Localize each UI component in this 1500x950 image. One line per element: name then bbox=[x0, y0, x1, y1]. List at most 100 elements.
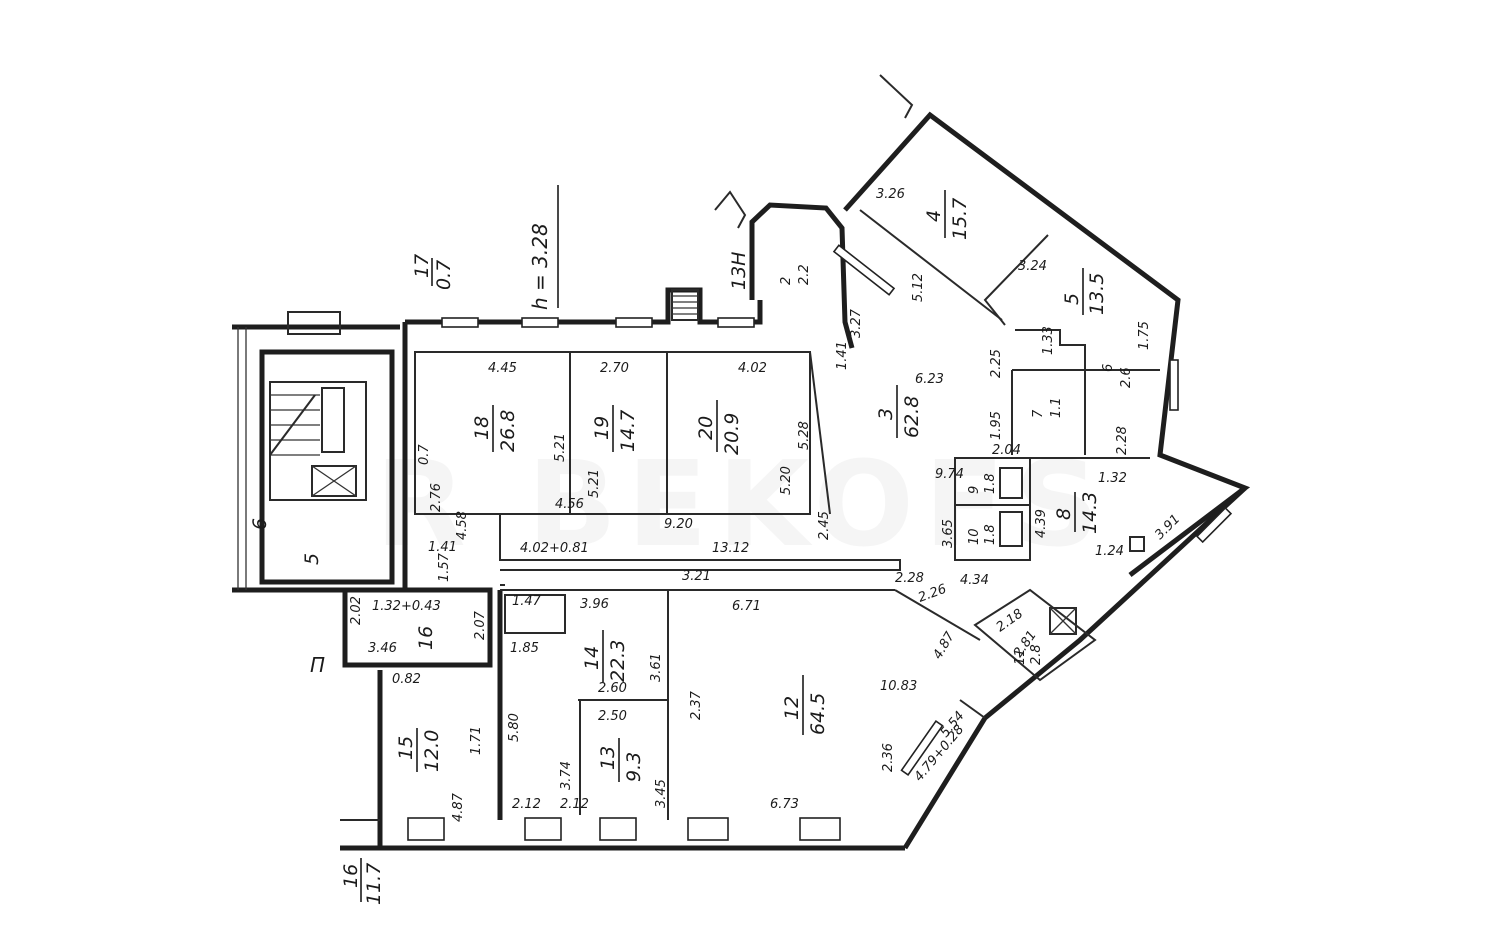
svg-text:2.28: 2.28 bbox=[1115, 426, 1130, 455]
svg-text:4.87: 4.87 bbox=[451, 792, 466, 822]
svg-text:2.28: 2.28 bbox=[895, 571, 924, 586]
svg-text:2.12: 2.12 bbox=[512, 797, 541, 812]
ceiling-height-label: h = 3.28 bbox=[528, 223, 552, 310]
svg-text:4.87: 4.87 bbox=[930, 629, 958, 662]
svg-text:5.12: 5.12 bbox=[911, 273, 926, 302]
svg-text:11: 11 bbox=[1013, 648, 1028, 665]
outside-unit-16: 16 11.7 bbox=[340, 858, 385, 905]
svg-text:2.12: 2.12 bbox=[560, 797, 589, 812]
svg-text:4.56: 4.56 bbox=[555, 497, 584, 512]
svg-text:2.50: 2.50 bbox=[598, 709, 627, 724]
svg-text:9.74: 9.74 bbox=[935, 467, 964, 482]
svg-text:2: 2 bbox=[779, 277, 794, 285]
svg-text:3.74: 3.74 bbox=[559, 761, 574, 790]
svg-text:22.3: 22.3 bbox=[607, 640, 629, 682]
outside-unit-17: 17 0.7 bbox=[411, 254, 455, 290]
room-label-13: 13 9.3 bbox=[597, 738, 645, 782]
svg-text:12: 12 bbox=[781, 696, 803, 720]
svg-text:19: 19 bbox=[591, 416, 613, 440]
partitions bbox=[414, 209, 1160, 820]
stair-flight bbox=[269, 387, 345, 456]
room-label-15: 15 12.0 bbox=[395, 728, 443, 772]
svg-text:16: 16 bbox=[415, 626, 437, 650]
room-label-20: 20 20.9 bbox=[695, 400, 743, 455]
svg-text:4.34: 4.34 bbox=[960, 573, 989, 588]
svg-text:15: 15 bbox=[395, 736, 417, 760]
svg-text:5.21: 5.21 bbox=[553, 433, 568, 462]
svg-text:5.80: 5.80 bbox=[507, 713, 522, 742]
svg-text:9.3: 9.3 bbox=[623, 752, 645, 782]
staircase-block: 6 5 bbox=[232, 311, 400, 593]
room-label-10: 10 1.8 bbox=[967, 524, 998, 545]
svg-text:4.39: 4.39 bbox=[1034, 509, 1049, 538]
svg-text:20.9: 20.9 bbox=[721, 413, 743, 455]
windows bbox=[407, 244, 1233, 841]
svg-text:7: 7 bbox=[1031, 409, 1046, 418]
svg-text:10.83: 10.83 bbox=[880, 679, 917, 694]
svg-text:2.60: 2.60 bbox=[598, 681, 627, 696]
svg-text:1.32+0.43: 1.32+0.43 bbox=[372, 599, 441, 614]
svg-text:15.7: 15.7 bbox=[949, 198, 971, 240]
svg-text:8: 8 bbox=[1053, 508, 1075, 520]
svg-text:3: 3 bbox=[875, 408, 897, 420]
exterior-walls bbox=[340, 74, 1251, 851]
svg-text:1.24: 1.24 bbox=[1095, 544, 1124, 559]
svg-text:2.6: 2.6 bbox=[1119, 367, 1134, 388]
svg-text:4.45: 4.45 bbox=[488, 361, 517, 376]
svg-text:12.0: 12.0 bbox=[421, 730, 443, 772]
svg-text:2.04: 2.04 bbox=[992, 443, 1021, 458]
svg-text:1.47: 1.47 bbox=[512, 594, 542, 609]
room-label-16: 16 bbox=[415, 626, 437, 650]
svg-text:1.41: 1.41 bbox=[428, 540, 457, 555]
room-label-7: 7 1.1 bbox=[1031, 397, 1064, 418]
svg-text:2.07: 2.07 bbox=[473, 610, 488, 640]
svg-text:3.21: 3.21 bbox=[682, 569, 711, 584]
svg-text:1.8: 1.8 bbox=[983, 524, 998, 545]
svg-text:1.41: 1.41 bbox=[835, 341, 850, 370]
svg-text:11.7: 11.7 bbox=[363, 863, 385, 905]
svg-text:2.25: 2.25 bbox=[989, 349, 1004, 378]
svg-text:5.20: 5.20 bbox=[779, 466, 794, 495]
svg-text:62.8: 62.8 bbox=[901, 396, 923, 438]
label-13h: 13H bbox=[728, 252, 750, 290]
svg-text:2.36: 2.36 bbox=[881, 743, 896, 772]
svg-text:2.76: 2.76 bbox=[429, 483, 444, 512]
svg-text:1.33: 1.33 bbox=[1041, 326, 1056, 355]
svg-text:16: 16 bbox=[340, 864, 362, 888]
svg-text:64.5: 64.5 bbox=[807, 693, 829, 735]
svg-text:26.8: 26.8 bbox=[497, 410, 519, 452]
room-label-14: 14 22.3 bbox=[581, 630, 629, 682]
svg-text:1.8: 1.8 bbox=[983, 473, 998, 494]
svg-text:1.71: 1.71 bbox=[469, 726, 484, 755]
svg-text:6.71: 6.71 bbox=[732, 599, 761, 614]
svg-text:3.61: 3.61 bbox=[649, 653, 664, 682]
svg-text:6.23: 6.23 bbox=[915, 372, 944, 387]
svg-text:2.45: 2.45 bbox=[817, 511, 832, 540]
svg-text:5.21: 5.21 bbox=[587, 469, 602, 498]
svg-text:10: 10 bbox=[967, 528, 982, 545]
svg-text:3.96: 3.96 bbox=[580, 597, 609, 612]
svg-text:20: 20 bbox=[695, 416, 717, 440]
svg-text:0.7: 0.7 bbox=[433, 260, 455, 290]
svg-text:13.5: 13.5 bbox=[1086, 273, 1108, 315]
entry-steps bbox=[671, 190, 747, 321]
room-label-2: 2 2.2 bbox=[779, 264, 812, 285]
svg-text:13: 13 bbox=[597, 746, 619, 770]
stair-label-6: 6 bbox=[249, 518, 271, 530]
svg-text:3.27: 3.27 bbox=[849, 308, 864, 338]
room-label-11: 11 2.8 bbox=[1013, 644, 1044, 665]
svg-text:3.65: 3.65 bbox=[941, 519, 956, 548]
svg-text:3.45: 3.45 bbox=[654, 779, 669, 808]
svg-text:1.75: 1.75 bbox=[1137, 321, 1152, 350]
svg-text:2.2: 2.2 bbox=[797, 264, 812, 285]
room-label-5: 5 13.5 bbox=[1061, 268, 1108, 315]
svg-text:9: 9 bbox=[967, 486, 982, 494]
svg-text:6: 6 bbox=[1101, 364, 1116, 372]
svg-text:17: 17 bbox=[411, 254, 433, 278]
svg-text:2.70: 2.70 bbox=[600, 361, 629, 376]
svg-text:1.1: 1.1 bbox=[1049, 397, 1064, 418]
room-label-18: 18 26.8 bbox=[471, 405, 519, 452]
svg-text:2.37: 2.37 bbox=[689, 690, 704, 720]
svg-text:5.28: 5.28 bbox=[797, 421, 812, 450]
